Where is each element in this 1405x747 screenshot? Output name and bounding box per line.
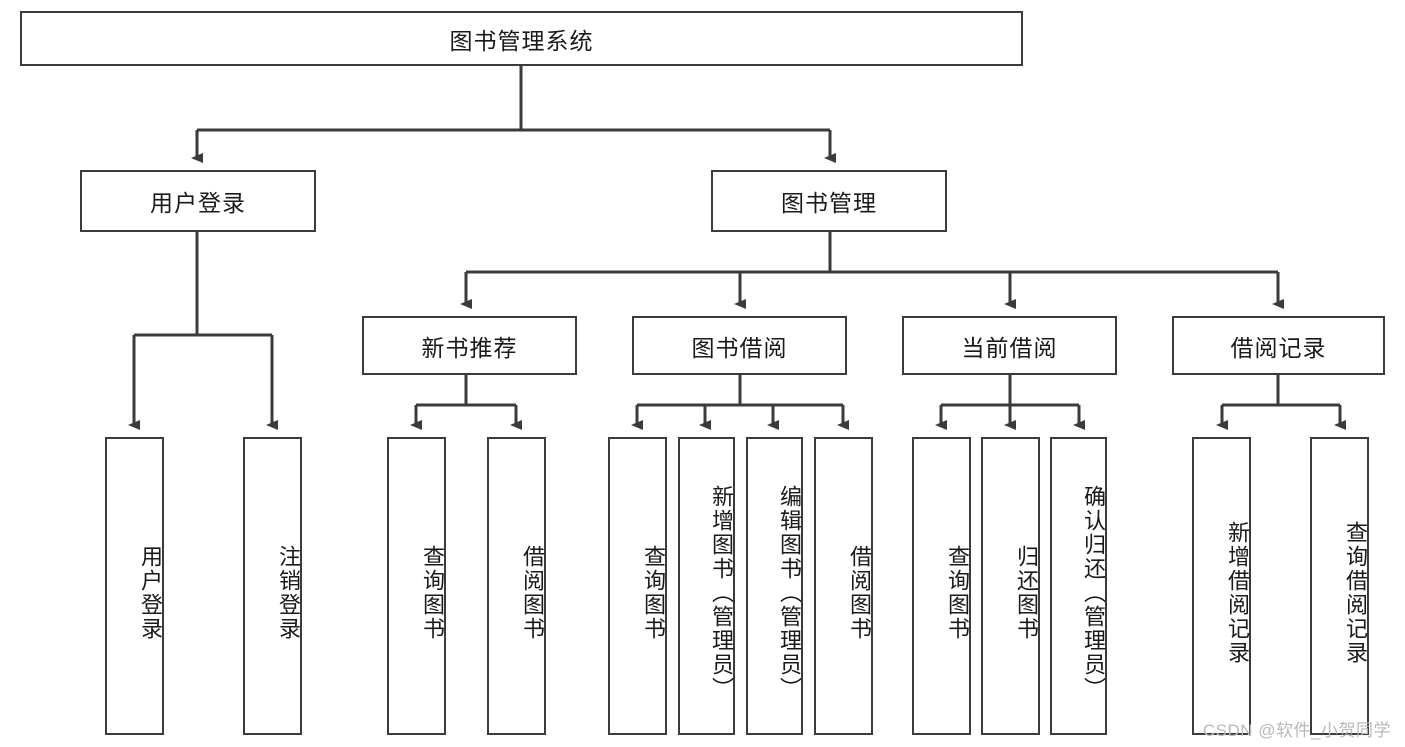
node-label: 查询图书 (420, 545, 445, 641)
node-root-book-management-system[interactable]: 图书管理系统 (20, 11, 1023, 66)
node-book-borrow[interactable]: 图书借阅 (632, 316, 847, 375)
node-label: 查询图书 (641, 545, 666, 641)
node-label: 借阅图书 (520, 545, 545, 641)
node-leaf-query-book-recommend[interactable]: 查询图书 (387, 437, 446, 735)
node-book-management[interactable]: 图书管理 (711, 170, 947, 232)
node-leaf-query-book-current[interactable]: 查询图书 (912, 437, 971, 735)
node-label: 借阅图书 (847, 545, 872, 641)
node-label: 归还图书 (1014, 545, 1039, 641)
node-label: 确认归还（管理员） (1081, 485, 1106, 701)
node-label: 用户登录 (138, 545, 163, 641)
node-leaf-add-borrow-record[interactable]: 新增借阅记录 (1192, 437, 1251, 735)
node-label: 图书管理系统 (449, 27, 594, 54)
node-leaf-add-book-admin[interactable]: 新增图书（管理员） (678, 437, 735, 735)
node-borrow-record[interactable]: 借阅记录 (1172, 316, 1385, 375)
node-current-borrow[interactable]: 当前借阅 (902, 316, 1117, 375)
node-label: 当前借阅 (961, 334, 1058, 361)
node-leaf-query-borrow-record[interactable]: 查询借阅记录 (1310, 437, 1369, 735)
node-label: 新书推荐 (421, 334, 518, 361)
node-label: 查询图书 (945, 545, 970, 641)
node-label: 查询借阅记录 (1343, 521, 1368, 665)
node-label: 图书借阅 (691, 334, 788, 361)
node-label: 图书管理 (781, 190, 877, 216)
node-label: 用户登录 (150, 190, 246, 216)
node-label: 新增图书（管理员） (709, 485, 734, 701)
node-leaf-edit-book-admin[interactable]: 编辑图书（管理员） (746, 437, 803, 735)
node-label: 注销登录 (276, 545, 301, 641)
node-leaf-logout[interactable]: 注销登录 (243, 437, 302, 735)
node-user-login[interactable]: 用户登录 (80, 170, 316, 232)
node-leaf-query-book-borrow[interactable]: 查询图书 (608, 437, 667, 735)
node-new-book-recommend[interactable]: 新书推荐 (362, 316, 577, 375)
node-label: 借阅记录 (1230, 334, 1327, 361)
node-leaf-return-book[interactable]: 归还图书 (981, 437, 1040, 735)
node-label: 编辑图书（管理员） (777, 485, 802, 701)
node-label: 新增借阅记录 (1225, 521, 1250, 665)
node-leaf-borrow-book-recommend[interactable]: 借阅图书 (487, 437, 546, 735)
node-leaf-user-login[interactable]: 用户登录 (105, 437, 164, 735)
node-leaf-borrow-book[interactable]: 借阅图书 (814, 437, 873, 735)
node-leaf-confirm-return-admin[interactable]: 确认归还（管理员） (1050, 437, 1107, 735)
watermark-text: CSDN @软件_小贺同学 (1202, 721, 1391, 740)
